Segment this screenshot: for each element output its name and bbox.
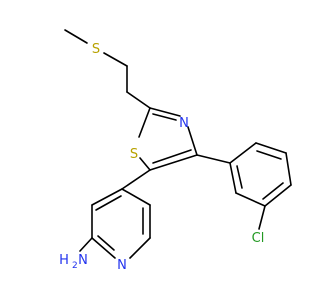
molecule-structure-diagram: S N S Cl N H 2 N [59,29,292,273]
bonds [64,29,292,259]
atom-sulfur-thioether: S [92,42,100,57]
bond-ph5-cl [258,205,266,230]
atom-chlorine: Cl [252,231,265,246]
bond-c2-n3 [149,107,181,117]
atom-amine-h: H [59,253,69,268]
bond-ch2-c2 [126,91,151,109]
atom-amine-n: N [78,253,88,268]
bond-py5-py4 [121,188,151,206]
bond-c4-aryl [196,154,231,164]
bond-n3-c4 [187,126,198,156]
bond-ph6-ph1-inner [236,165,243,189]
atom-labels: S N S Cl N H 2 N [59,42,264,273]
bond-py2-n1 [91,237,116,259]
bond-py4-py3-inner [95,195,122,211]
atom-nitrogen-pyridine: N [117,258,127,273]
bond-c4-c5 [149,154,198,171]
bond-c5-s1 [139,157,151,171]
bond-s-ch2 [103,52,128,67]
bond-py2-n1-inner [97,235,115,251]
bond-ph4-ph5-inner [262,182,284,200]
atom-amine-h-count: 2 [72,261,78,271]
bond-ph1-ph2 [229,142,257,164]
bond-c5-py4 [121,169,151,190]
bond-s1-c2 [138,107,151,138]
bond-ph4-ph5 [264,184,292,207]
bond-ph5-ph6 [235,192,266,207]
bond-c2-n3-inner [152,113,177,121]
bond-c4-c5-inner [152,149,192,164]
atom-sulfur-ring: S [130,147,138,162]
bond-ph6-ph1 [229,162,237,194]
bond-methyl-s [64,29,88,44]
bond-ph2-ph3-inner [256,150,282,160]
bond-py4-py3 [91,188,123,206]
bond-py2-nh2 [79,237,93,252]
atom-nitrogen-thiazole: N [179,116,189,131]
bond-ph2-ph3 [255,142,287,154]
bond-n1-py6 [129,237,151,259]
bond-ph3-ph4 [285,152,292,186]
